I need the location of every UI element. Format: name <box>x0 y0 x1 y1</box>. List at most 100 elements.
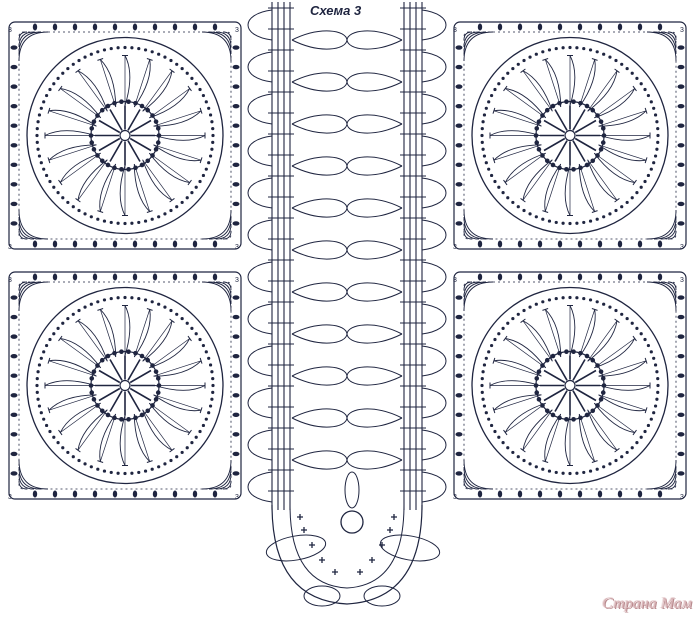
center-dot <box>550 103 556 109</box>
corner-arc <box>660 473 677 490</box>
picot-mark <box>455 162 463 168</box>
outer-ring <box>26 286 224 485</box>
chain-dot <box>109 220 113 225</box>
picot-mark <box>455 84 463 89</box>
chain-dot <box>163 305 167 309</box>
center-dot <box>155 376 161 381</box>
center-dot <box>600 376 606 381</box>
picot-mark <box>455 471 463 476</box>
center-lens <box>291 198 348 218</box>
corner-arc <box>463 473 480 490</box>
picot-mark <box>677 201 685 207</box>
picot-mark <box>72 240 78 248</box>
plus-stitch <box>387 527 393 533</box>
picot-mark <box>10 295 18 300</box>
side-loop <box>247 345 273 377</box>
chain-dot <box>516 312 520 316</box>
corner-arc <box>646 459 677 490</box>
petal-stitch <box>77 320 108 362</box>
chain-dot <box>211 140 215 145</box>
end-flower-petal <box>344 471 360 509</box>
stitch-tick <box>58 335 63 342</box>
chain-dot <box>150 300 154 304</box>
chain-dot <box>528 305 532 309</box>
center-dot <box>544 357 550 363</box>
stitch-tick <box>146 210 153 213</box>
stitch-tick <box>492 407 496 414</box>
picot-mark <box>617 490 623 498</box>
center-stitch <box>98 119 121 134</box>
side-loop <box>421 471 447 503</box>
chain-dot <box>208 154 213 158</box>
side-loop <box>421 219 447 251</box>
chain-dot <box>568 295 572 300</box>
center-stitch <box>127 390 141 412</box>
center-dot <box>578 100 583 106</box>
center-dot <box>534 126 540 131</box>
petal-stitch <box>598 144 647 162</box>
picot-mark <box>192 490 198 498</box>
chain-dot <box>625 316 629 321</box>
picot-mark <box>10 201 18 207</box>
chain-dot <box>150 217 154 221</box>
picot-mark <box>232 123 240 128</box>
spoke-stitch <box>142 70 173 112</box>
center-dot <box>564 417 569 422</box>
picot-mark <box>537 240 543 248</box>
center-dot <box>564 167 569 172</box>
picot-mark <box>517 240 523 248</box>
chain-dot <box>207 106 211 110</box>
chain-dot <box>649 417 653 421</box>
center-dot <box>91 147 97 152</box>
corner-label: 3 <box>453 27 457 34</box>
center-dot <box>601 383 607 388</box>
center-dot <box>139 103 145 109</box>
picot-mark <box>232 143 240 148</box>
chain-dot <box>143 469 148 473</box>
chain-dot <box>35 126 39 131</box>
chain-dot <box>656 133 660 138</box>
center-dot <box>95 403 100 408</box>
spoke-stitch <box>522 409 553 451</box>
center-stitch <box>572 109 586 131</box>
picot-mark <box>152 273 158 281</box>
side-loop <box>247 219 273 251</box>
chain-dot <box>36 397 40 401</box>
chain-dot <box>575 471 579 475</box>
corner-label: 3 <box>453 277 457 284</box>
corner-arc <box>18 31 42 55</box>
stitch-tick <box>47 407 51 414</box>
chain-dot <box>130 471 134 475</box>
picot-mark <box>677 103 685 109</box>
chain-dot <box>547 219 552 223</box>
chain-dot <box>77 208 81 213</box>
chain-dot <box>582 220 586 225</box>
picot-mark <box>232 295 240 300</box>
chain-dot <box>35 376 39 381</box>
petal-stitch <box>598 360 647 377</box>
outer-ring <box>471 36 669 235</box>
chain-dot <box>211 376 215 381</box>
chain-dot <box>211 383 215 388</box>
picot-mark <box>455 353 463 359</box>
picot-mark <box>497 240 503 248</box>
strip-end-inner <box>289 504 405 589</box>
spoke-stitch <box>493 360 542 377</box>
corner-label: 3 <box>680 494 684 501</box>
center-lens <box>291 282 348 302</box>
spoke-stitch <box>594 338 635 369</box>
center-lens <box>291 114 348 134</box>
spoke-stitch <box>493 394 542 411</box>
picot-mark <box>677 64 685 70</box>
center-dot <box>91 119 97 124</box>
picot-mark <box>455 45 463 50</box>
center-lens <box>346 408 403 428</box>
chain-dot <box>649 167 653 171</box>
chain-dot <box>175 312 179 316</box>
chain-dot <box>42 350 46 354</box>
center-lens <box>346 156 403 176</box>
stitch-tick <box>187 429 192 436</box>
picot-mark <box>537 23 543 31</box>
chain-dot <box>652 411 656 415</box>
